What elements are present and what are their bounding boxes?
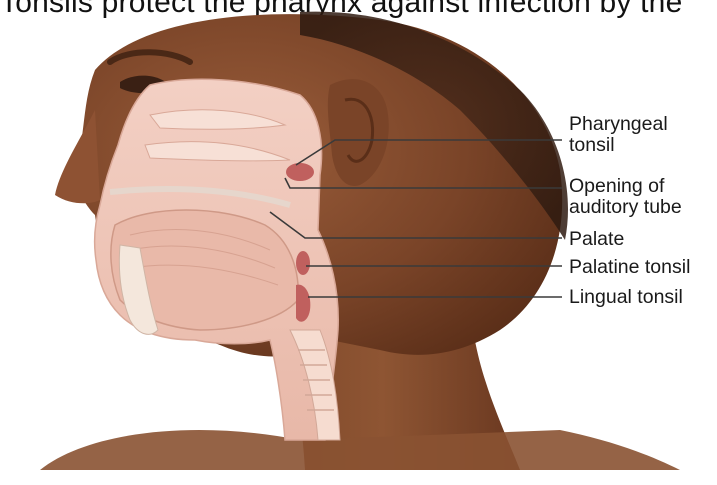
nose — [55, 110, 100, 204]
jaw-bone — [118, 244, 159, 335]
label-lingual-tonsil: Lingual tonsil — [569, 286, 683, 308]
label-pharyngeal-tonsil: Pharyngeal tonsil — [569, 114, 668, 156]
tongue — [110, 209, 299, 331]
leader-palate — [269, 211, 562, 239]
larynx — [289, 329, 341, 441]
brow — [107, 49, 193, 65]
label-pharyngeal-line2: tonsil — [569, 134, 615, 156]
label-palate: Palate — [569, 228, 625, 250]
label-auditory-line2: auditory tube — [569, 196, 682, 218]
label-auditory-tube: Opening of auditory tube — [569, 176, 682, 218]
ear — [327, 79, 389, 186]
leader-pharyngeal-tonsil — [295, 139, 562, 166]
shoulders — [40, 430, 680, 470]
lingual-tonsil-shape — [296, 284, 311, 322]
palatine-tonsil-shape — [296, 251, 310, 275]
label-auditory-line1: Opening of — [569, 175, 665, 197]
label-pharyngeal-line1: Pharyngeal — [569, 113, 668, 135]
hair — [300, 11, 568, 241]
label-palatine-tonsil: Palatine tonsil — [569, 256, 691, 278]
pharyngeal-tonsil-shape — [286, 163, 314, 181]
header-text: Tonsils protect the pharynx against infe… — [0, 0, 683, 19]
nasal-conchae — [149, 109, 287, 130]
palate — [109, 185, 291, 208]
leader-auditory-tube — [284, 177, 562, 189]
